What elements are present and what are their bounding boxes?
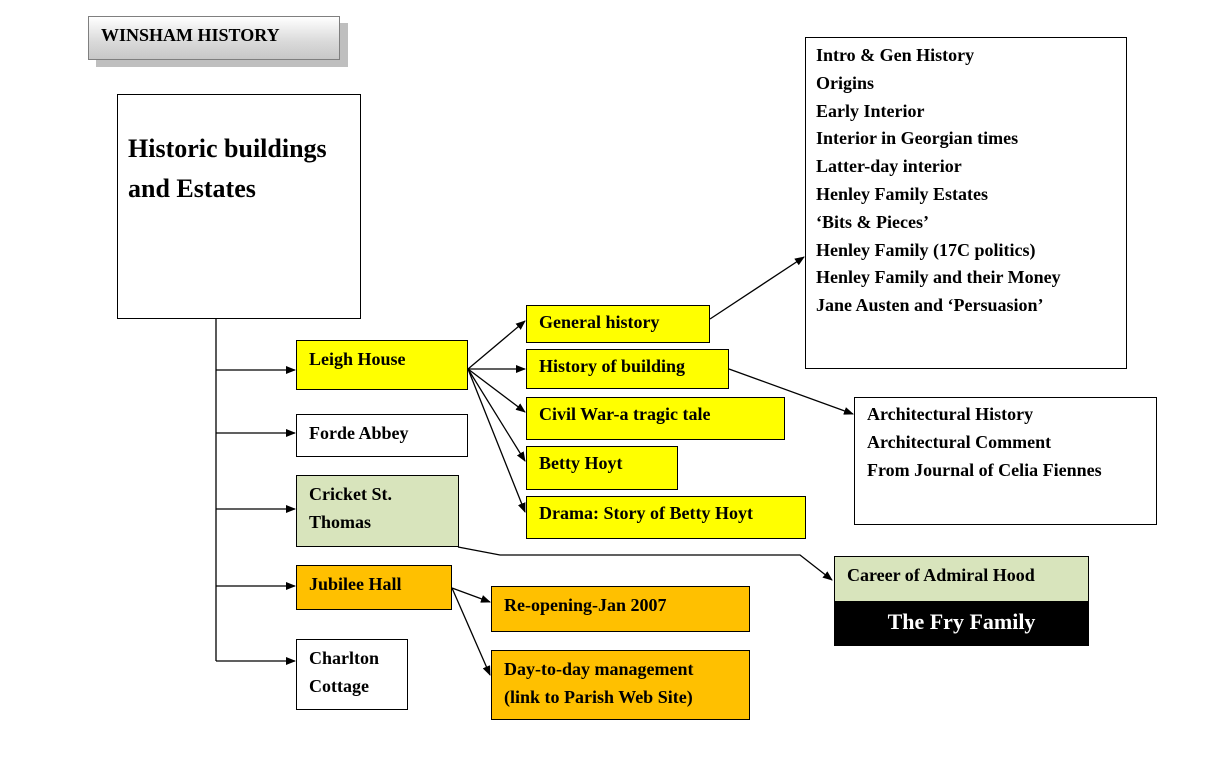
topic-label: The Fry Family [887,609,1036,634]
main-topic-label: Historic buildings and Estates [128,134,327,203]
branch-charlton-cottage[interactable]: Charlton Cottage [296,639,408,710]
page-link[interactable]: Origins [816,72,875,93]
page-link[interactable]: Latter-day interior [816,156,962,177]
topic-label: History of building [539,356,686,376]
topic-label: Betty Hoyt [539,453,623,473]
page-link[interactable]: Henley Family Estates [816,183,988,204]
branch-leigh-house[interactable]: Leigh House [296,340,468,390]
topic-label: Career of Admiral Hood [847,565,1035,585]
page-link[interactable]: Henley Family (17C politics) [816,239,1036,260]
topic-history-of-building[interactable]: History of building [526,349,729,389]
topic-label: General history [539,312,660,332]
topic-general-history[interactable]: General history [526,305,710,343]
page-link[interactable]: Early Interior [816,100,925,121]
topic-label: Drama: Story of Betty Hoyt [539,503,753,523]
topic-day-to-day-management[interactable]: Day-to-day management (link to Parish We… [491,650,750,720]
page-link[interactable]: ‘Bits & Pieces’ [816,211,929,232]
topic-label: Re-opening-Jan 2007 [504,595,667,615]
page-link[interactable]: Henley Family and their Money [816,267,1061,288]
topic-betty-hoyt[interactable]: Betty Hoyt [526,446,678,490]
topic-label: (link to Parish Web Site) [504,687,693,707]
topic-label: Civil War-a tragic tale [539,404,711,424]
page-link[interactable]: Interior in Georgian times [816,128,1019,149]
page-link[interactable]: Architectural Comment [867,432,1052,452]
topic-civil-war[interactable]: Civil War-a tragic tale [526,397,785,440]
general-history-pages-box: Intro & Gen History Origins Early Interi… [805,37,1127,369]
branch-label: Charlton Cottage [309,648,380,696]
branch-label: Leigh House [309,349,406,369]
branch-label: Forde Abbey [309,423,409,443]
main-topic-box: Historic buildings and Estates [117,94,361,319]
branch-forde-abbey[interactable]: Forde Abbey [296,414,468,457]
topic-admiral-hood[interactable]: Career of Admiral Hood [834,556,1089,602]
page-link[interactable]: Jane Austen and ‘Persuasion’ [816,295,1044,316]
topic-label: Day-to-day management [504,659,694,679]
page-title: WINSHAM HISTORY [88,16,340,60]
page-link[interactable]: From Journal of Celia Fiennes [867,460,1102,480]
branch-label: Cricket St. Thomas [309,484,392,532]
topic-drama-betty-hoyt[interactable]: Drama: Story of Betty Hoyt [526,496,806,539]
topic-fry-family[interactable]: The Fry Family [834,601,1089,646]
topic-reopening[interactable]: Re-opening-Jan 2007 [491,586,750,632]
building-pages-box: Architectural History Architectural Comm… [854,397,1157,525]
page-link[interactable]: Intro & Gen History [816,45,975,65]
branch-cricket-st-thomas[interactable]: Cricket St. Thomas [296,475,459,547]
branch-jubilee-hall[interactable]: Jubilee Hall [296,565,452,610]
branch-label: Jubilee Hall [309,574,402,594]
page-link[interactable]: Architectural History [867,404,1034,424]
